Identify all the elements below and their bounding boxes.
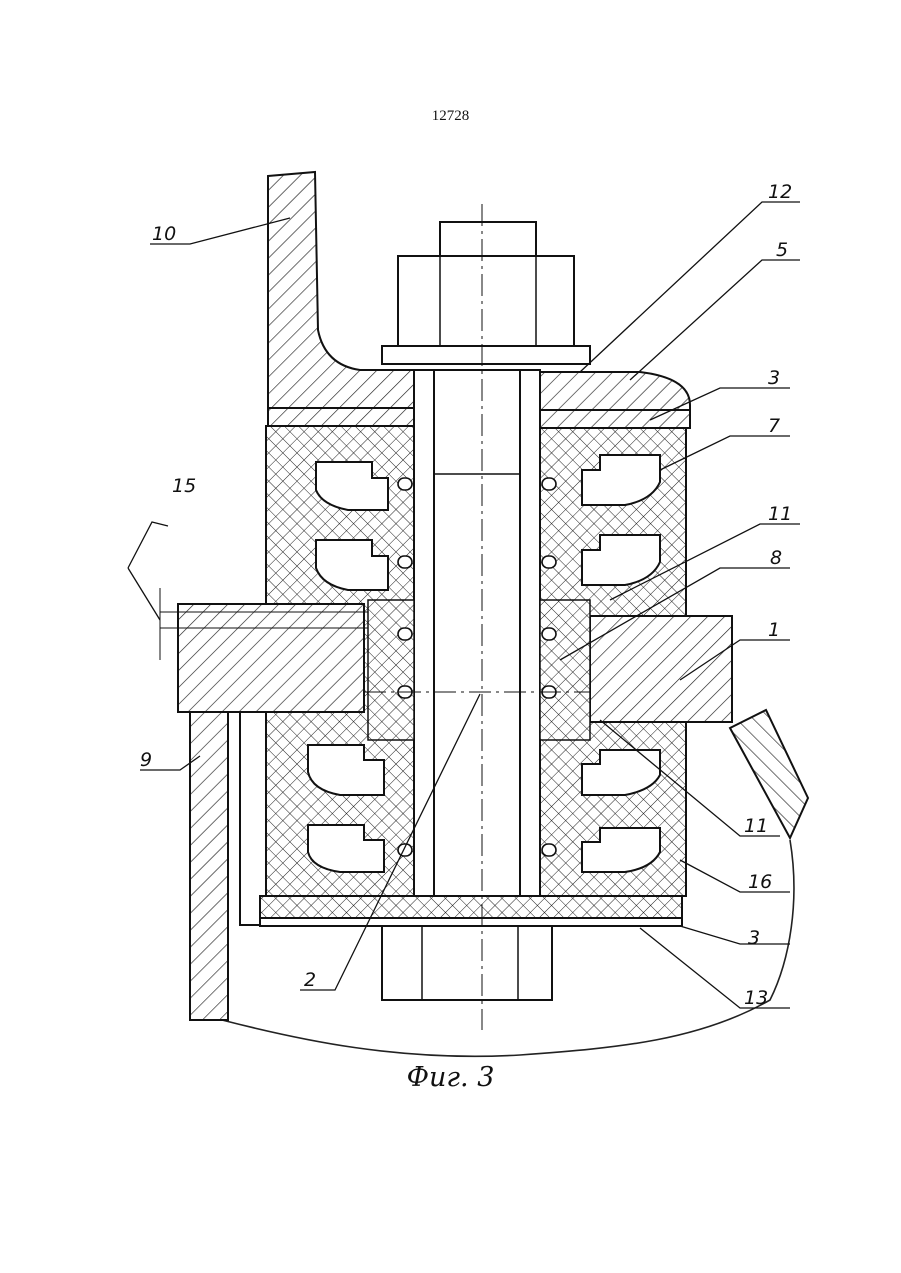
- callout-12: 12: [768, 181, 792, 203]
- part-3-upper-plate: [268, 408, 414, 426]
- part-13-bottom-plate: [260, 918, 682, 926]
- rod-thread-end: [440, 222, 536, 256]
- callout-10: 10: [152, 223, 176, 245]
- callout-11-top: 11: [768, 503, 792, 525]
- part-12-nut: [398, 256, 574, 346]
- washer: [382, 346, 590, 364]
- part-1-right-beam: [590, 616, 732, 722]
- figure-caption: Фиг. 3: [0, 1062, 901, 1093]
- callout-9: 9: [140, 749, 152, 771]
- callout-8: 8: [770, 547, 782, 569]
- part-9-outline: [240, 712, 262, 925]
- callout-15: 15: [172, 475, 196, 497]
- part-2-rod: [434, 370, 520, 910]
- sleeve-left-wall: [414, 370, 434, 908]
- callout-5: 5: [776, 239, 788, 261]
- callout-7: 7: [768, 415, 780, 437]
- lower-nut: [382, 926, 552, 1000]
- support-wedge: [730, 710, 808, 838]
- callout-2: 2: [304, 969, 316, 991]
- part-11-left-ring: [368, 600, 414, 740]
- sleeve-right-wall: [520, 370, 540, 908]
- part-9-plate: [190, 712, 228, 1020]
- callout-3-top: 3: [768, 367, 780, 389]
- callout-16: 16: [748, 871, 772, 893]
- part-11-right-ring: [540, 600, 590, 740]
- callout-3-bottom: 3: [748, 927, 760, 949]
- part-3-lower-plate: [260, 896, 682, 920]
- part-1-left-beam: [178, 604, 364, 712]
- callout-13: 13: [744, 987, 768, 1009]
- callout-1: 1: [768, 619, 780, 641]
- part-5-top-plate: [538, 372, 690, 410]
- callout-11-bottom: 11: [744, 815, 768, 837]
